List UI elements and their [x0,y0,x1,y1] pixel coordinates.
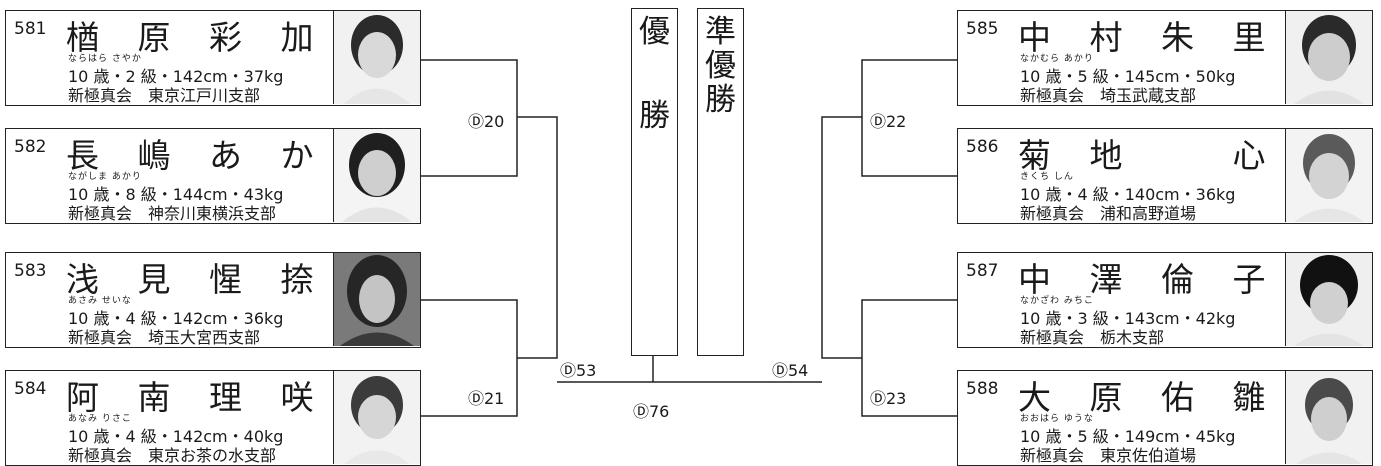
winner-char: 勝 [639,98,670,134]
competitor-kana: あなみ りさこ [68,414,132,424]
competitor-photo [1285,11,1372,104]
competitor-name: 阿 南 理 咲 子 [66,378,399,417]
competitor-stats: 10 歳・8 級・144cm・43kg [68,185,284,204]
competitor-kana: きくち しん [1020,172,1074,182]
competitor-stats: 10 歳・4 級・140cm・36kg [1020,185,1236,204]
competitor-dojo: 新極真会 東京江戸川支部 [68,86,261,105]
competitor-photo [333,253,420,346]
competitor-kana: なかざわ みちこ [1020,296,1094,306]
competitor-card-582: 582 長 嶋 あ か り ながしま あかり 10 歳・8 級・144cm・43… [5,128,421,224]
competitor-number: 588 [966,379,999,399]
competitor-dojo: 新極真会 東京お茶の水支部 [68,446,277,465]
competitor-photo [1285,129,1372,222]
competitor-dojo: 新極真会 埼玉武蔵支部 [1020,86,1197,105]
competitor-name: 中 澤 倫 子 [1018,260,1280,299]
competitor-number: 581 [14,19,47,39]
competitor-card-588: 588 大 原 佑 雛 おおはら ゆうな 10 歳・5 級・149cm・45kg… [957,370,1373,466]
competitor-name: 大 原 佑 雛 [1018,378,1280,417]
match-label-23: Ⓓ23 [870,389,907,408]
match-label-22: Ⓓ22 [870,112,907,131]
competitor-dojo: 新極真会 埼玉大宮西支部 [68,328,261,347]
competitor-name: 菊 地 心 [1018,136,1280,175]
competitor-photo [333,129,420,222]
competitor-photo [1285,253,1372,346]
competitor-dojo: 新極真会 栃木支部 [1020,328,1165,347]
competitor-stats: 10 歳・2 級・142cm・37kg [68,67,284,86]
competitor-number: 583 [14,261,47,281]
runner-up-char: 準 [705,14,736,50]
competitor-kana: あさみ せいな [68,296,132,306]
match-label-54: Ⓓ54 [772,361,809,380]
competitor-number: 587 [966,261,999,281]
competitor-card-587: 587 中 澤 倫 子 なかざわ みちこ 10 歳・3 級・143cm・42kg… [957,252,1373,348]
competitor-photo [1285,371,1372,464]
competitor-card-586: 586 菊 地 心 きくち しん 10 歳・4 級・140cm・36kg 新極真… [957,128,1373,224]
competitor-dojo: 新極真会 神奈川東横浜支部 [68,204,277,223]
competitor-name: 浅 見 惺 捺 [66,260,328,299]
competitor-photo [333,11,420,104]
competitor-stats: 10 歳・5 級・149cm・45kg [1020,427,1236,446]
competitor-number: 586 [966,137,999,157]
competitor-card-584: 584 阿 南 理 咲 子 あなみ りさこ 10 歳・4 級・142cm・40k… [5,370,421,466]
competitor-stats: 10 歳・5 級・145cm・50kg [1020,67,1236,86]
winner-char: 優 [639,14,670,50]
competitor-number: 582 [14,137,47,157]
runner-up-char: 優 [705,48,736,84]
match-label-21: Ⓓ21 [468,389,505,408]
competitor-dojo: 新極真会 浦和高野道場 [1020,204,1197,223]
competitor-name: 中 村 朱 里 [1018,18,1280,57]
competitor-kana: ならはら さやか [68,54,142,64]
competitor-stats: 10 歳・3 級・143cm・42kg [1020,309,1236,328]
competitor-number: 585 [966,19,999,39]
competitor-number: 584 [14,379,47,399]
competitor-kana: おおはら ゆうな [1020,414,1094,424]
competitor-card-581: 581 楢 原 彩 加 ならはら さやか 10 歳・2 級・142cm・37kg… [5,10,421,106]
match-label-53: Ⓓ53 [560,361,597,380]
competitor-card-583: 583 浅 見 惺 捺 あさみ せいな 10 歳・4 級・142cm・36kg … [5,252,421,348]
competitor-kana: なかむら あかり [1020,54,1094,64]
competitor-stats: 10 歳・4 級・142cm・36kg [68,309,284,328]
competitor-name: 楢 原 彩 加 [66,18,328,57]
match-label-20: Ⓓ20 [468,112,505,131]
competitor-name: 長 嶋 あ か り [66,136,399,175]
runner-up-char: 勝 [705,82,736,118]
runner-up-box: 準 優 勝 [697,8,744,356]
competitor-card-585: 585 中 村 朱 里 なかむら あかり 10 歳・5 級・145cm・50kg… [957,10,1373,106]
winner-box: 優 勝 [631,8,678,356]
competitor-photo [333,371,420,464]
competitor-kana: ながしま あかり [68,172,142,182]
match-label-76: Ⓓ76 [633,402,670,421]
competitor-stats: 10 歳・4 級・142cm・40kg [68,427,284,446]
competitor-dojo: 新極真会 東京佐伯道場 [1020,446,1197,465]
